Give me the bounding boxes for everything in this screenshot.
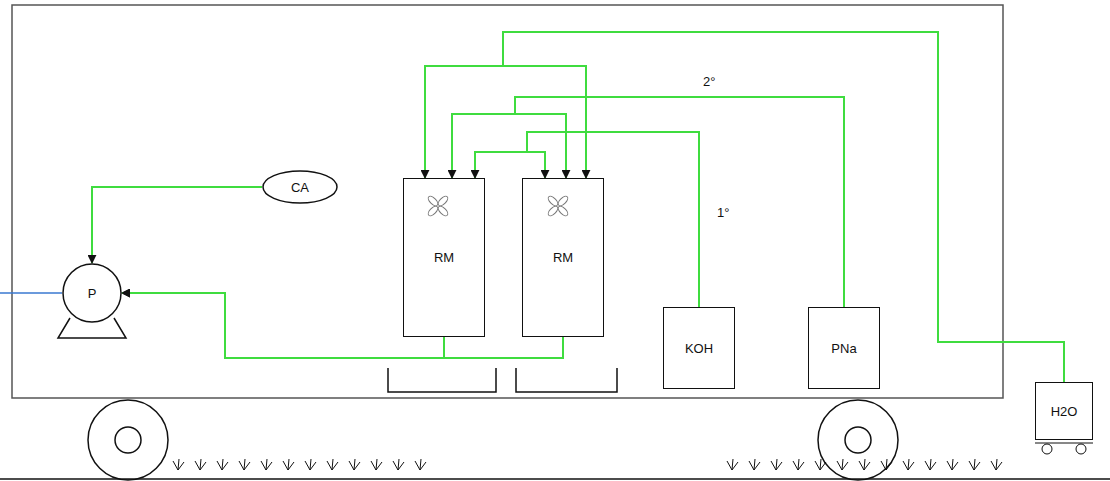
node-label: CA <box>291 180 309 195</box>
wheel <box>818 400 898 480</box>
suction-line <box>0 292 62 294</box>
reactor-tank: RM <box>403 178 485 337</box>
stage-number: 1° <box>716 205 730 220</box>
pipe-connector <box>503 32 1064 382</box>
cart-wheels <box>1035 443 1093 454</box>
reagent-tank: KOH <box>663 307 735 389</box>
reactor-tank: RM <box>522 178 604 337</box>
node-label: H2O <box>1051 404 1078 419</box>
pipe-connector <box>452 97 844 307</box>
water-tank: H2O <box>1035 382 1093 440</box>
pump-circle: P <box>62 263 122 323</box>
stage-number: 2° <box>702 74 716 89</box>
agitator-symbol <box>427 195 450 218</box>
node-label: PNa <box>831 341 856 356</box>
grass <box>173 459 1002 470</box>
reagent-tank: PNa <box>808 307 880 389</box>
bracket <box>516 368 617 392</box>
trailer-body <box>12 5 1003 398</box>
agitator-symbol <box>547 195 570 218</box>
pipe-connector <box>425 32 1064 382</box>
ground-line <box>0 478 1110 480</box>
analyzer-ellipse: CA <box>262 170 338 204</box>
pipe-connector <box>92 187 262 263</box>
node-label: RM <box>434 250 454 265</box>
node-label: P <box>88 286 97 301</box>
node-label: RM <box>553 250 573 265</box>
node-label: KOH <box>685 341 713 356</box>
pipe-connector <box>527 132 699 307</box>
pipe-connector <box>122 293 563 358</box>
pipe-connector <box>515 97 844 307</box>
pipe-connector <box>122 293 444 358</box>
wheel <box>88 400 168 480</box>
bracket <box>388 368 496 392</box>
